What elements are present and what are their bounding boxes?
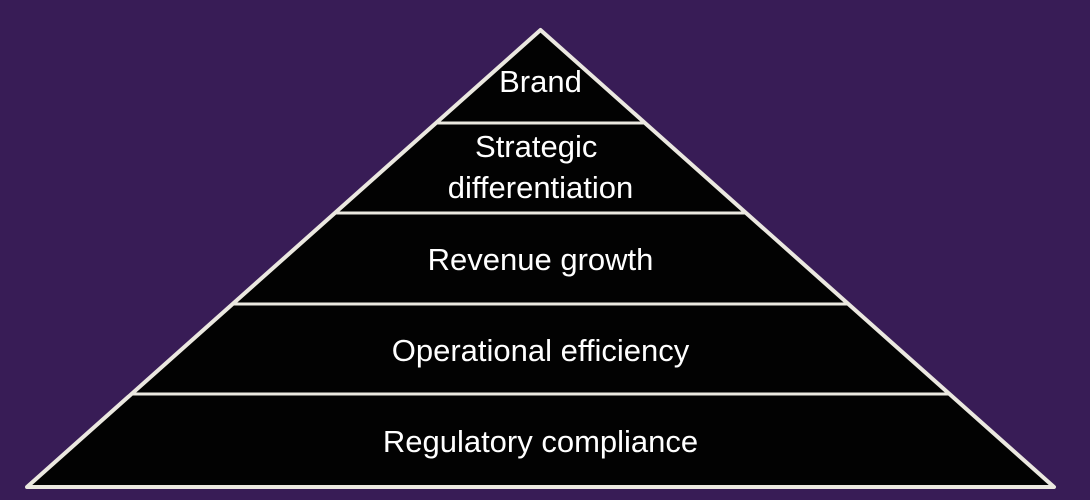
level-label-operational-efficiency: Operational efficiency xyxy=(392,333,690,368)
level-label-regulatory-compliance: Regulatory compliance xyxy=(383,424,698,459)
level-label-strategic-differentiation-line-1: Strategic xyxy=(475,129,597,164)
pyramid-outline xyxy=(25,28,1056,489)
level-label-revenue-growth: Revenue growth xyxy=(428,242,654,277)
level-label-brand: Brand xyxy=(499,64,582,99)
level-label-strategic-differentiation: Strategic differentiation xyxy=(448,129,634,205)
level-label-strategic-differentiation-line-2: differentiation xyxy=(448,170,634,205)
